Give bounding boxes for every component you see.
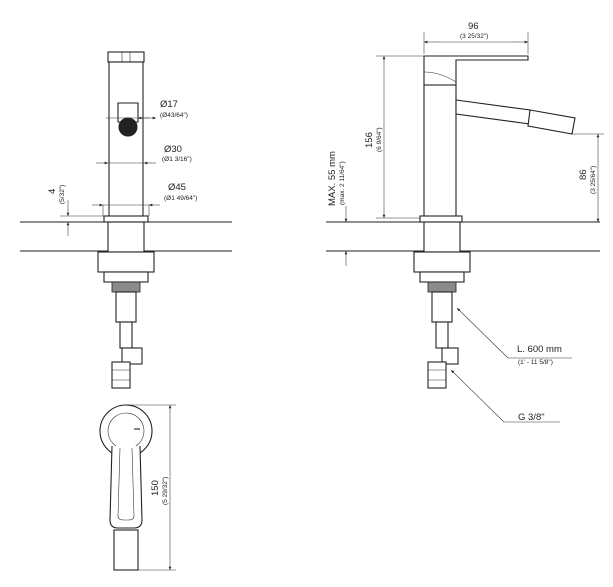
dim-150-imperial: (5 29/32") <box>162 477 169 505</box>
dim-d45-label: Ø45 <box>168 182 186 193</box>
threaded-rod <box>111 281 141 293</box>
dim-156-imperial: (6 9/64") <box>376 127 383 152</box>
front-view: Ø17 (Ø43/64") Ø30 (Ø1 3/16") Ø45 (Ø1 49/… <box>20 51 232 389</box>
side-view: 96 (3 25/32") 156 (6 9/64") MAX. 55 mm (… <box>326 21 604 423</box>
side-body <box>423 84 457 219</box>
lever-top <box>107 51 145 63</box>
dim-4-label: 4 <box>47 189 58 194</box>
hose-length-label: L. 600 mm <box>517 344 562 355</box>
dim-d17-imperial: (Ø43/64") <box>160 112 188 119</box>
dim-max55-label: MAX. 55 mm <box>327 151 338 206</box>
top-view: 150 (5 29/32") <box>99 404 176 571</box>
hose-nut <box>111 361 131 389</box>
shank <box>107 221 145 253</box>
dim-d17-label: Ø17 <box>160 99 178 110</box>
dim-d30-imperial: (Ø1 3/16") <box>162 156 192 163</box>
hose-connector <box>121 347 143 365</box>
dim-96-imperial: (3 25/32") <box>460 33 488 40</box>
side-threaded-rod <box>427 281 457 293</box>
dim-max55-imperial: (max. 2 11/64") <box>339 161 346 205</box>
dim-86-label: 86 <box>578 169 589 180</box>
spout-neck <box>117 102 139 123</box>
faucet-body <box>108 61 144 223</box>
side-lever <box>423 55 529 86</box>
dim-86-imperial: (3 25/64") <box>590 166 597 194</box>
side-spout-tip <box>527 109 576 135</box>
hose-length-imperial: (1' - 11 5/8") <box>518 359 553 366</box>
spout-nozzle <box>118 117 138 137</box>
side-hose-nut <box>427 361 447 389</box>
thread-label: G 3/8" <box>518 412 545 423</box>
dim-d30-label: Ø30 <box>164 144 182 155</box>
side-spout <box>455 99 531 125</box>
dim-156-label: 156 <box>364 132 375 148</box>
top-view-spout <box>113 529 139 571</box>
dim-96-label: 96 <box>468 21 479 32</box>
dim-150-label: 150 <box>150 480 161 496</box>
dim-4-imperial: (5/32") <box>59 185 66 204</box>
dim-d45-imperial: (Ø1 49/64") <box>164 195 197 202</box>
fixing-nut <box>97 251 155 273</box>
